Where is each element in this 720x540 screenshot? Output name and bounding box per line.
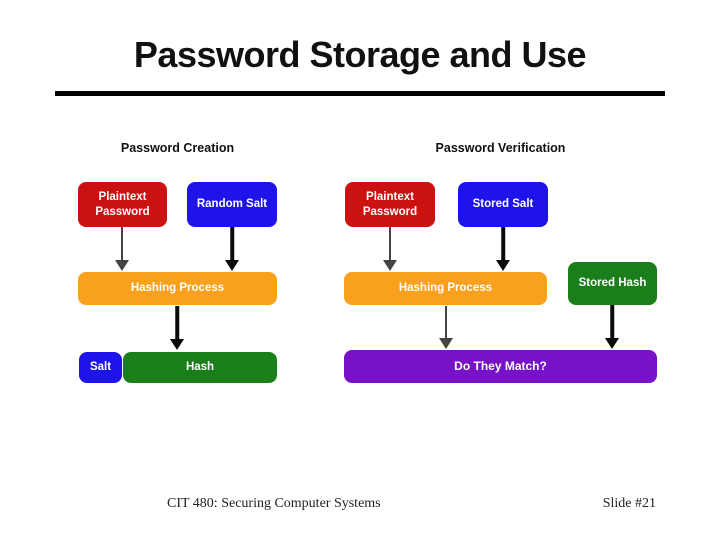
arrow-plaintext-to-hashing-creation bbox=[114, 227, 130, 271]
box-label: Hashing Process bbox=[130, 282, 225, 295]
arrow-hashing-to-hash bbox=[169, 306, 185, 350]
arrow-head-icon bbox=[439, 338, 453, 349]
arrow-head-icon bbox=[383, 260, 397, 271]
arrow-head-icon bbox=[225, 260, 239, 271]
box-label: Stored Salt bbox=[472, 198, 534, 211]
box-label: Stored Hash bbox=[578, 277, 647, 290]
title-underline bbox=[55, 91, 665, 96]
arrow-plaintext-to-hashing-verification bbox=[382, 227, 398, 271]
arrow-shaft bbox=[501, 227, 505, 262]
section-header-password-creation: Password Creation bbox=[120, 141, 235, 155]
section-header-password-verification: Password Verification bbox=[435, 141, 566, 155]
arrow-head-icon bbox=[605, 338, 619, 349]
box-plaintext-password-verification: Plaintext Password bbox=[345, 182, 435, 227]
arrow-head-icon bbox=[496, 260, 510, 271]
footer-course-label: CIT 480: Securing Computer Systems bbox=[167, 496, 381, 511]
box-label: Plaintext Password bbox=[362, 190, 418, 218]
box-label: Random Salt bbox=[196, 198, 268, 211]
box-hashing-process-verification: Hashing Process bbox=[344, 272, 547, 305]
arrow-shaft bbox=[175, 306, 179, 341]
arrow-hashing-to-match bbox=[438, 306, 454, 349]
box-label: Plaintext Password bbox=[95, 190, 150, 218]
box-hash-result: Hash bbox=[123, 352, 277, 383]
box-label: Do They Match? bbox=[454, 358, 547, 373]
box-do-they-match: Do They Match? bbox=[344, 350, 657, 383]
arrow-stored-salt-to-hashing bbox=[495, 227, 511, 271]
box-salt-result: Salt bbox=[79, 352, 122, 383]
box-plaintext-password-creation: Plaintext Password bbox=[78, 182, 167, 227]
arrow-stored-hash-to-match bbox=[604, 305, 620, 349]
arrow-head-icon bbox=[170, 339, 184, 350]
arrow-shaft bbox=[610, 305, 614, 340]
arrow-shaft bbox=[445, 306, 447, 340]
arrow-shaft bbox=[389, 227, 391, 262]
box-label: Hashing Process bbox=[398, 282, 493, 295]
box-stored-hash: Stored Hash bbox=[568, 262, 657, 305]
arrow-shaft bbox=[230, 227, 234, 262]
box-label: Hash bbox=[185, 361, 215, 374]
arrow-random-salt-to-hashing bbox=[224, 227, 240, 271]
arrow-shaft bbox=[121, 227, 123, 262]
box-random-salt: Random Salt bbox=[187, 182, 277, 227]
box-stored-salt: Stored Salt bbox=[458, 182, 548, 227]
box-hashing-process-creation: Hashing Process bbox=[78, 272, 277, 305]
box-label: Salt bbox=[89, 361, 112, 374]
arrow-head-icon bbox=[115, 260, 129, 271]
page-title: Password Storage and Use bbox=[133, 34, 587, 75]
footer-slide-number: Slide #21 bbox=[602, 496, 656, 511]
